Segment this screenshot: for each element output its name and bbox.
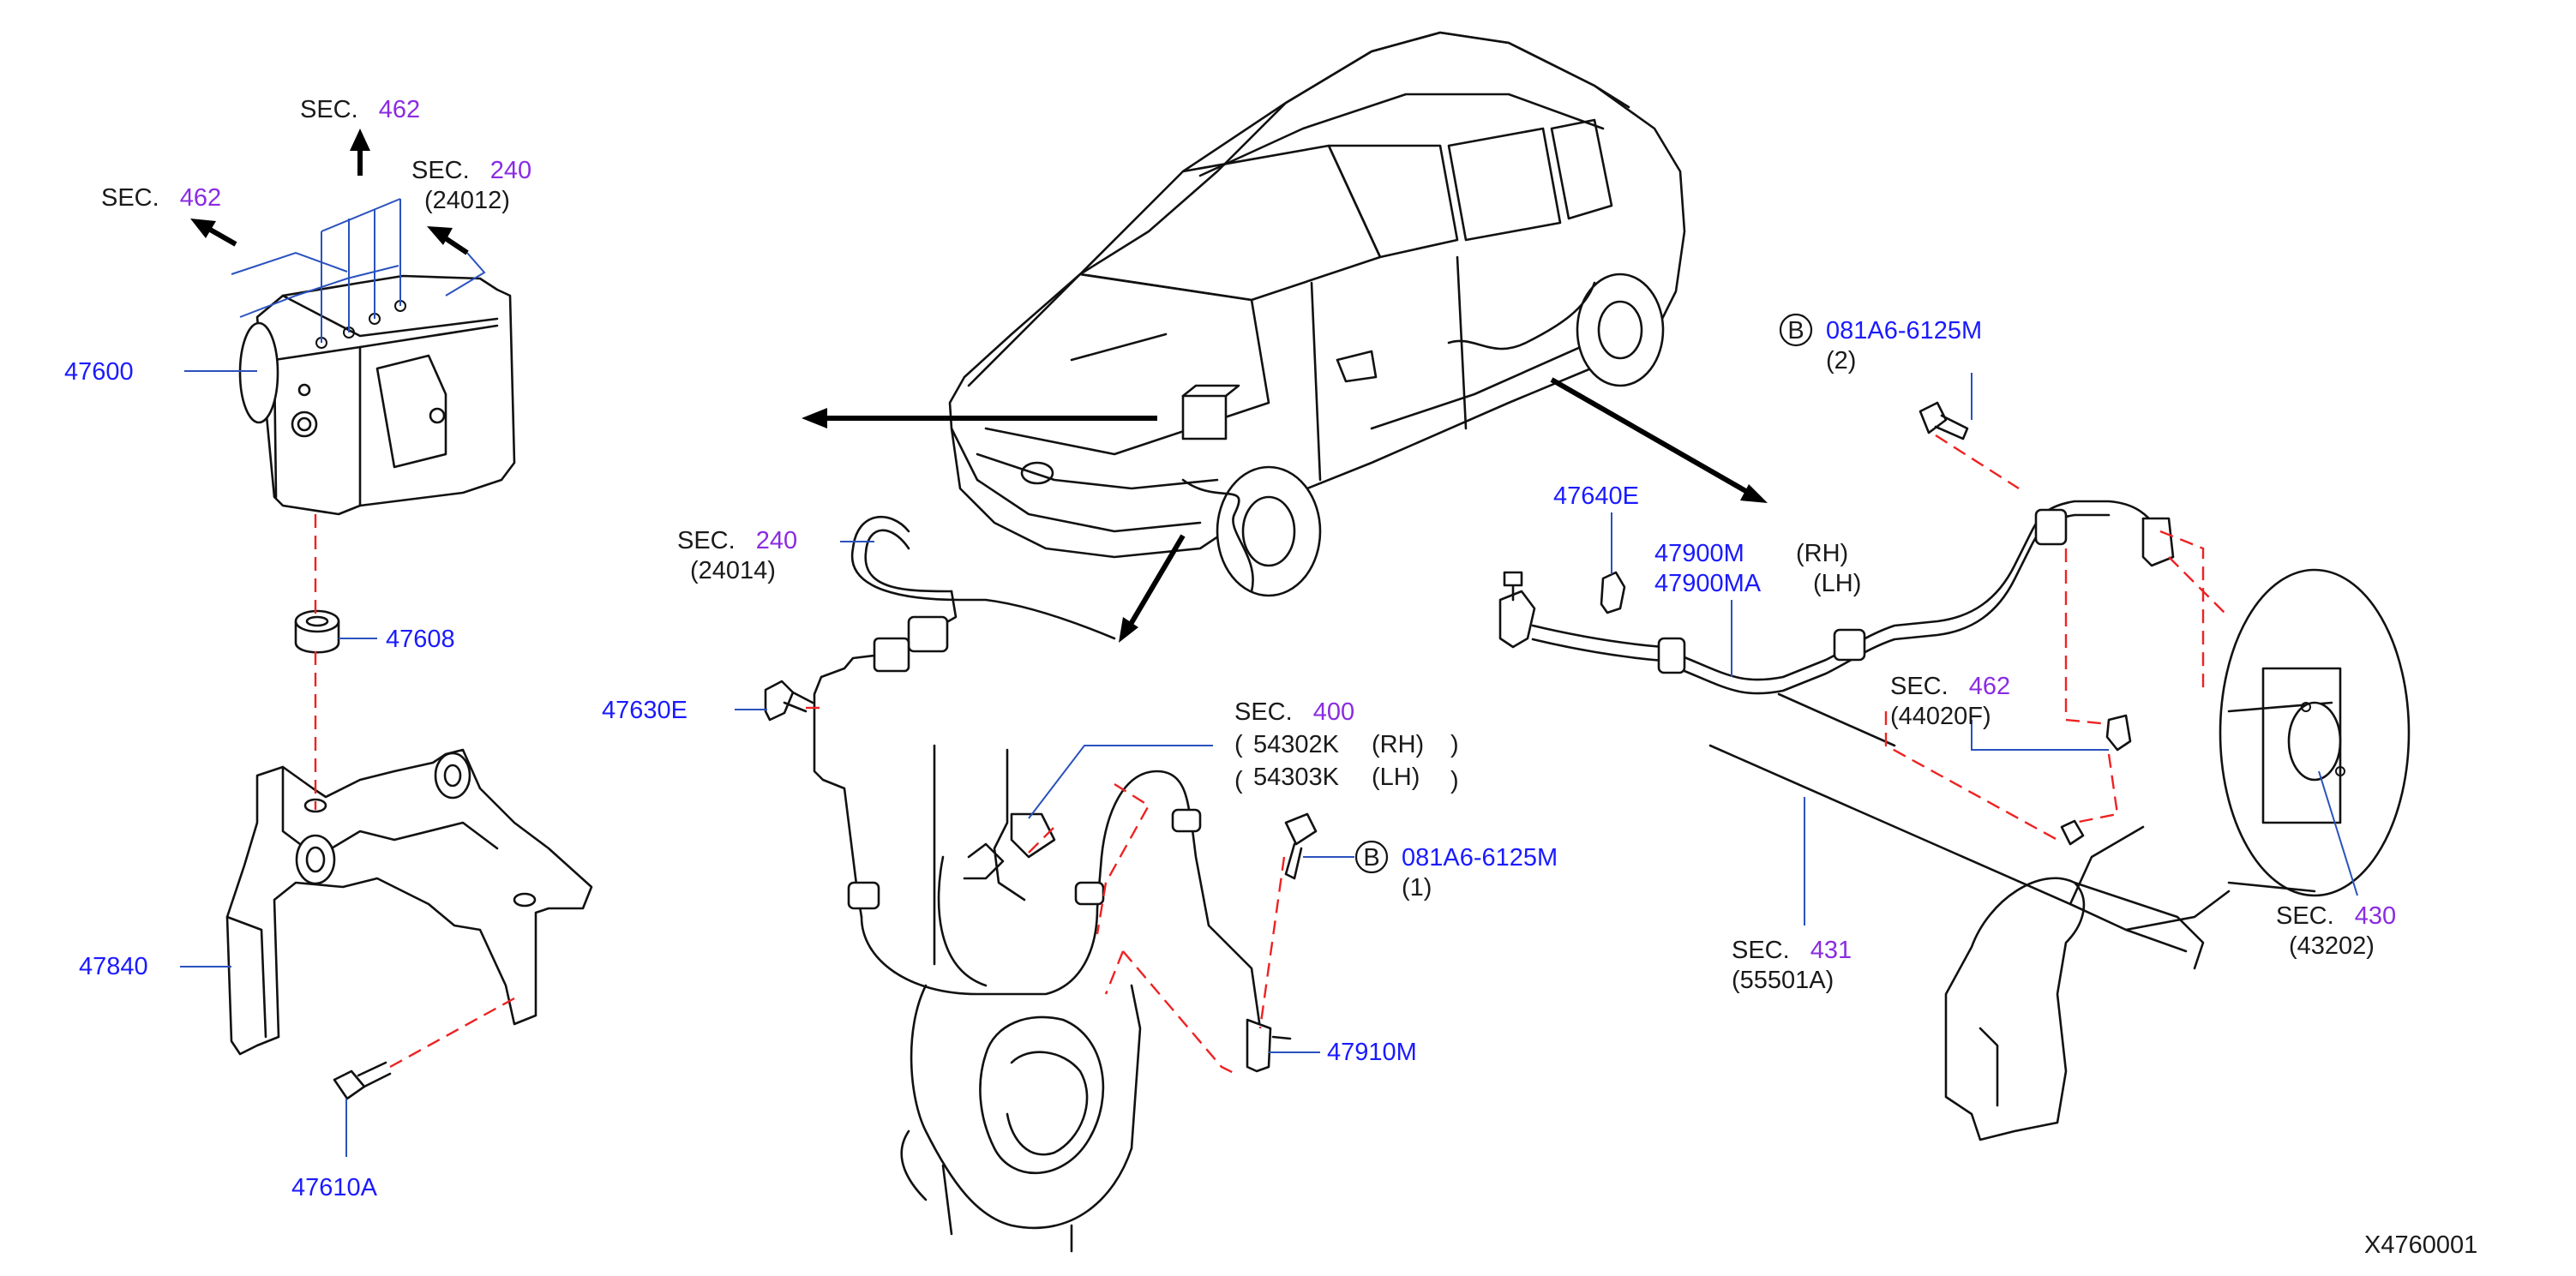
label-sec-462-left: SEC. 462 — [101, 184, 221, 212]
label-47900ma-side: (LH) — [1813, 570, 1861, 597]
label-081a6-front: 081A6-6125M — [1402, 844, 1558, 872]
label-54303k: 54303K — [1253, 764, 1340, 791]
paren-right: ) — [1450, 731, 1459, 758]
label-sec-431-sub: (55501A) — [1732, 967, 1834, 994]
label-47900m-side: (RH) — [1796, 540, 1848, 567]
label-sec-400: SEC. 400 — [1234, 698, 1354, 726]
label-081a6-front-qty: (1) — [1402, 874, 1432, 902]
paren-left-2: ( — [1234, 767, 1243, 794]
label-sec-462-top: SEC. 462 — [300, 96, 420, 123]
label-sec-240-top-sub: (24012) — [424, 187, 510, 214]
badge-b-front-letter: B — [1363, 844, 1379, 872]
grommet-47608 — [294, 609, 340, 654]
label-sec-462-rear: SEC. 462 — [1890, 673, 2010, 700]
label-47610a: 47610A — [291, 1174, 378, 1201]
car-illustration — [802, 31, 1768, 643]
abs-actuator — [190, 129, 516, 516]
label-54302k-side: (RH) — [1372, 731, 1424, 758]
rear-harness — [1498, 373, 2411, 1141]
label-081a6-rear: 081A6-6125M — [1826, 317, 1982, 344]
label-47608: 47608 — [386, 626, 455, 653]
paren-right-2: ) — [1450, 767, 1459, 794]
label-47910m: 47910M — [1327, 1039, 1417, 1066]
label-sec-240-mid: SEC. 240 — [677, 527, 797, 554]
paren-left: ( — [1234, 731, 1243, 758]
label-sec-462-rear-sub: (44020F) — [1890, 703, 1991, 730]
label-081a6-rear-qty: (2) — [1826, 347, 1856, 374]
badge-b-rear-letter: B — [1787, 317, 1804, 344]
label-sec-430-sub: (43202) — [2289, 932, 2375, 960]
label-sec-240-mid-sub: (24014) — [690, 557, 776, 584]
label-sec-430: SEC. 430 — [2276, 902, 2396, 930]
bracket-47840 — [225, 748, 593, 1056]
label-sec-431: SEC. 431 — [1732, 937, 1852, 964]
label-47900m: 47900M — [1654, 540, 1744, 567]
label-47600: 47600 — [64, 358, 134, 386]
label-47840: 47840 — [79, 953, 148, 980]
label-47900ma: 47900MA — [1654, 570, 1762, 597]
label-54302k: 54302K — [1253, 731, 1340, 758]
label-54303k-side: (LH) — [1372, 764, 1420, 791]
label-sec-240-top: SEC. 240 — [411, 157, 531, 184]
badge-b-rear — [1779, 313, 1813, 347]
badge-b-front — [1354, 840, 1389, 874]
bolt-47610a — [333, 1061, 392, 1157]
label-47630e: 47630E — [602, 697, 688, 724]
front-harness — [764, 515, 1318, 1253]
label-47640e: 47640E — [1553, 482, 1639, 510]
diagram-id: X4760001 — [2364, 1231, 2477, 1259]
